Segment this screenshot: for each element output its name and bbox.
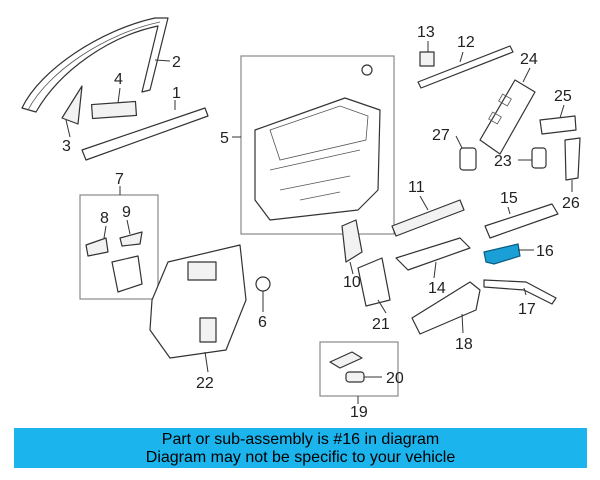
part-8-bracket xyxy=(85,237,109,257)
label-13: 13 xyxy=(417,24,435,41)
part-20-piece xyxy=(345,371,365,383)
part-16-highlighted xyxy=(483,243,521,265)
part-upper-molding xyxy=(417,45,514,89)
part-strip-17 xyxy=(483,279,557,305)
part-armrest-14 xyxy=(395,237,471,271)
part-9-bracket xyxy=(119,231,143,247)
label-9: 9 xyxy=(122,204,131,221)
part-10 xyxy=(341,219,363,263)
part-door-pad xyxy=(149,244,247,359)
part-door-detail xyxy=(269,149,361,201)
part-trim-11 xyxy=(391,199,465,237)
banner-line-2: Diagram may not be specific to your vehi… xyxy=(145,449,456,466)
label-19: 19 xyxy=(350,404,368,421)
part-bracket-25 xyxy=(539,115,577,135)
part-pad-window-a xyxy=(187,261,217,281)
label-6: 6 xyxy=(258,314,267,331)
label-11: 11 xyxy=(408,179,425,196)
part-box-7 xyxy=(79,194,159,300)
label-26: 26 xyxy=(562,195,580,212)
label-15: 15 xyxy=(500,190,518,207)
part-corner-piece xyxy=(61,85,83,125)
part-frame-21 xyxy=(357,257,391,307)
banner-line-1: Part or sub-assembly is #16 in diagram xyxy=(161,431,440,448)
part-door-box xyxy=(240,55,395,235)
part-window-frame-inner xyxy=(27,21,161,111)
info-banner: Part or sub-assembly is #16 in diagram D… xyxy=(14,428,587,468)
part-switch-btn-a xyxy=(498,93,512,107)
part-switch-btn-b xyxy=(488,111,502,125)
part-19-piece xyxy=(329,351,363,369)
leader-lines xyxy=(65,41,573,404)
label-18: 18 xyxy=(455,336,473,353)
label-21: 21 xyxy=(372,316,390,333)
label-2: 2 xyxy=(172,54,181,71)
label-25: 25 xyxy=(554,88,572,105)
label-4: 4 xyxy=(114,71,123,88)
label-12: 12 xyxy=(457,34,475,51)
part-belt-molding xyxy=(81,107,209,161)
label-17: 17 xyxy=(518,301,536,318)
label-22: 22 xyxy=(196,375,214,392)
label-23: 23 xyxy=(494,153,512,170)
part-window-frame xyxy=(21,17,169,113)
label-24: 24 xyxy=(520,51,538,68)
part-door-clip xyxy=(361,64,373,76)
part-7-mount xyxy=(111,255,143,293)
part-switch-23 xyxy=(531,147,547,169)
part-box-19 xyxy=(319,341,399,397)
part-clip-6 xyxy=(255,276,271,292)
part-vertical-trim xyxy=(564,137,581,181)
label-3: 3 xyxy=(62,138,71,155)
label-5: 5 xyxy=(220,130,229,147)
part-trim-15 xyxy=(484,203,559,239)
label-1: 1 xyxy=(172,85,181,102)
part-trim-strip-small xyxy=(90,100,138,120)
part-switch-panel xyxy=(479,79,536,155)
part-clip-13 xyxy=(419,51,435,67)
label-16: 16 xyxy=(536,243,554,260)
label-14: 14 xyxy=(428,280,446,297)
label-10: 10 xyxy=(343,274,361,291)
label-7: 7 xyxy=(115,171,124,188)
label-27: 27 xyxy=(432,127,450,144)
label-8: 8 xyxy=(100,210,109,227)
part-switch-27 xyxy=(459,147,477,171)
part-pad-window-b xyxy=(199,317,217,343)
part-door-inner xyxy=(254,97,381,221)
label-20: 20 xyxy=(386,370,404,387)
part-door-window-cut xyxy=(269,105,369,161)
part-lower-trim-18 xyxy=(411,281,481,335)
